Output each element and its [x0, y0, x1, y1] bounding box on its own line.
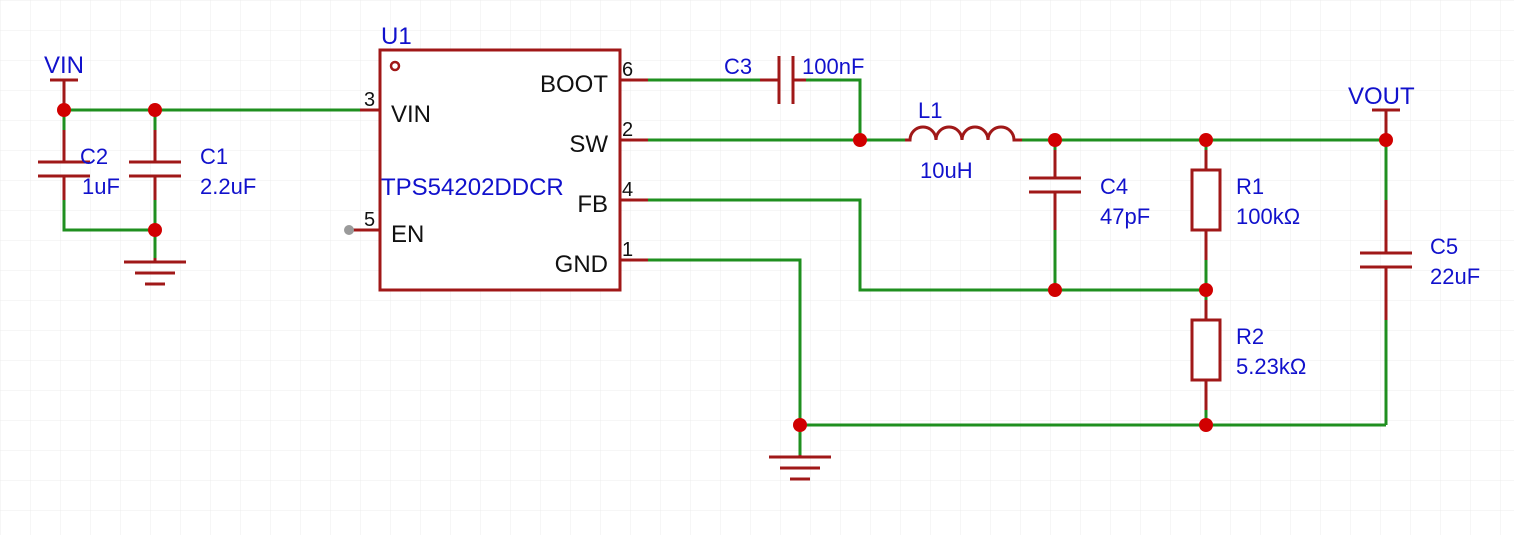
junction-dot: [1048, 283, 1062, 297]
c5-ref: C5: [1430, 234, 1458, 259]
wire-c3-to-sw: [794, 78, 862, 140]
en-pin-unconnected-icon: [344, 225, 354, 235]
junction-dot: [1199, 418, 1213, 432]
junction-dot: [57, 103, 71, 117]
l1-ref: L1: [918, 98, 942, 123]
junction-dot: [853, 133, 867, 147]
capacitor-c4[interactable]: C4 47pF: [1029, 150, 1150, 230]
junction-dot: [1379, 133, 1393, 147]
c2-ref: C2: [80, 144, 108, 169]
junctions: [57, 103, 1393, 432]
capacitor-c4-symbol: [1029, 150, 1081, 230]
resistor-r2-body: [1190, 318, 1222, 382]
resistor-r1[interactable]: R1 100kΩ: [1190, 150, 1300, 260]
capacitor-c2[interactable]: C2 1uF: [38, 130, 120, 200]
c2-value: 1uF: [82, 174, 120, 199]
junction-dot: [148, 103, 162, 117]
capacitor-c2-symbol: [38, 130, 90, 200]
inductor-l1[interactable]: L1 10uH: [905, 98, 1022, 183]
c5-value: 22uF: [1430, 264, 1480, 289]
c1-ref: C1: [200, 144, 228, 169]
capacitor-c3-symbol: [760, 56, 806, 104]
capacitor-c3[interactable]: C3 100nF: [724, 54, 864, 104]
pin-number-3: 3: [364, 89, 375, 111]
wire-gnd: [620, 258, 1386, 427]
pin-name-boot: BOOT: [540, 71, 608, 98]
ic-designator: U1: [381, 23, 412, 50]
l1-value: 10uH: [920, 158, 973, 183]
pin-name-sw: SW: [569, 131, 608, 158]
ground-left-icon: [124, 258, 186, 286]
pin-number-1: 1: [622, 239, 633, 261]
r1-ref: R1: [1236, 174, 1264, 199]
junction-dot: [1199, 283, 1213, 297]
ic-part-number: TPS54202DDCR: [381, 174, 564, 201]
junction-dot: [1199, 133, 1213, 147]
c3-ref: C3: [724, 54, 752, 79]
pin-number-2: 2: [622, 119, 633, 141]
capacitor-c5[interactable]: C5 22uF: [1360, 200, 1480, 320]
ground-right-icon: [769, 455, 831, 481]
junction-dot: [1048, 133, 1062, 147]
net-label-vout: VOUT: [1348, 83, 1415, 110]
wire-fb: [620, 198, 1206, 292]
ic-body: [378, 48, 622, 292]
ic-u1[interactable]: U1 TPS54202DDCR 3 5 6 2 4 1 VIN EN BOOT …: [344, 23, 648, 292]
resistor-r2[interactable]: R2 5.23kΩ: [1190, 300, 1306, 410]
c4-value: 47pF: [1100, 204, 1150, 229]
c3-value: 100nF: [802, 54, 864, 79]
pin-number-5: 5: [364, 209, 375, 231]
junction-dot: [793, 418, 807, 432]
r2-value: 5.23kΩ: [1236, 354, 1306, 379]
resistor-r1-body: [1190, 168, 1222, 232]
pin-name-en: EN: [391, 221, 424, 248]
c4-ref: C4: [1100, 174, 1128, 199]
capacitor-c1-symbol: [129, 130, 181, 200]
pin-number-4: 4: [622, 179, 633, 201]
pin1-marker-icon: [389, 60, 401, 72]
capacitor-c5-symbol: [1360, 200, 1412, 320]
c1-value: 2.2uF: [200, 174, 256, 199]
net-port-vout[interactable]: VOUT: [1348, 83, 1415, 140]
pin-name-vin: VIN: [391, 101, 431, 128]
net-label-vin: VIN: [44, 52, 84, 79]
r1-value: 100kΩ: [1236, 204, 1300, 229]
capacitor-c1[interactable]: C1 2.2uF: [129, 130, 256, 200]
inductor-l1-symbol: [905, 125, 1022, 142]
junction-dot: [148, 223, 162, 237]
pin-name-fb: FB: [577, 191, 608, 218]
pin-name-gnd: GND: [555, 251, 608, 278]
pin-number-6: 6: [622, 59, 633, 81]
r2-ref: R2: [1236, 324, 1264, 349]
wire-c2-to-gnd: [62, 200, 155, 232]
